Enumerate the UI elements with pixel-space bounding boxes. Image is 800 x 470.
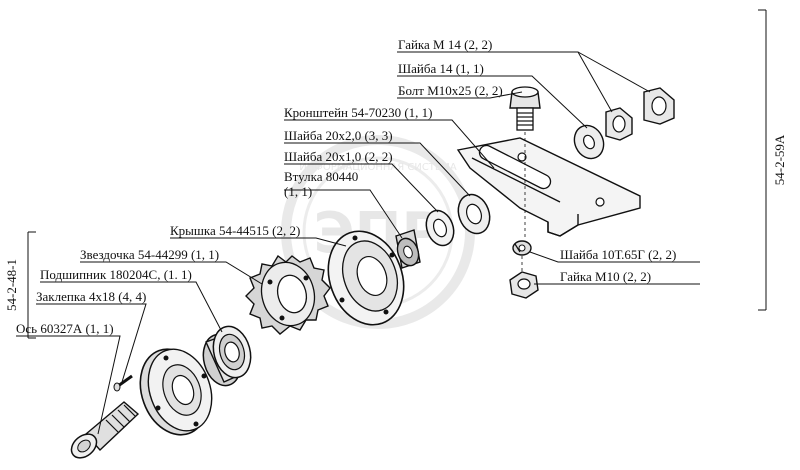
label-bearing: Подшипник 180204С, (1. 1)	[40, 267, 192, 282]
washer-14-part	[573, 124, 605, 160]
label-nut-m10: Гайка М10 (2, 2)	[560, 269, 651, 284]
label-cover: Крышка 54-44515 (2, 2)	[170, 223, 300, 238]
leader-lines	[16, 51, 700, 435]
label-nut-m14: Гайка М 14 (2, 2)	[398, 37, 492, 52]
bolt-part	[509, 86, 541, 131]
axle-part	[70, 401, 140, 459]
assembly-bracket-right: 54-2-59А	[758, 9, 787, 311]
cover-part	[327, 230, 405, 326]
sprocket-part	[245, 254, 331, 335]
washer-20x1-part	[425, 209, 455, 247]
label-sprocket: Звездочка 54-44299 (1, 1)	[80, 247, 219, 262]
label-bushing: Втулка 80440	[284, 169, 358, 184]
flange-part	[139, 348, 213, 436]
rivet-part	[113, 374, 133, 392]
bearing-part	[202, 325, 252, 387]
nut-m10-part	[509, 271, 539, 299]
label-bracket: Кронштейн 54-70230 (1, 1)	[284, 105, 433, 120]
watermark-caption: ИНФОРМАЦИОННАЯ СИСТЕМА	[299, 162, 457, 173]
spring-washer-part	[512, 240, 532, 256]
label-bushing-qty: (1, 1)	[284, 184, 312, 199]
bushing-part	[395, 229, 421, 269]
label-axle: Ось 60327А (1, 1)	[16, 321, 114, 336]
bracket-part	[456, 137, 641, 237]
label-spring-washer: Шайба 10Т.65Г (2, 2)	[560, 247, 676, 262]
assembly-label-right: 54-2-59А	[772, 134, 787, 185]
assembly-bracket-left: 54-2-48-1	[4, 231, 36, 339]
label-washer-20x2: Шайба 20х2,0 (3, 3)	[284, 128, 393, 143]
nut-m14-part	[605, 87, 675, 141]
label-washer-20x1: Шайба 20х1,0 (2, 2)	[284, 149, 393, 164]
assembly-label-left: 54-2-48-1	[4, 259, 19, 311]
label-rivet: Заклепка 4х18 (4, 4)	[36, 289, 146, 304]
label-bolt: Болт М10х25 (2, 2)	[398, 83, 503, 98]
washer-20x2-part	[457, 193, 491, 235]
label-washer-14: Шайба 14 (1, 1)	[398, 61, 484, 76]
